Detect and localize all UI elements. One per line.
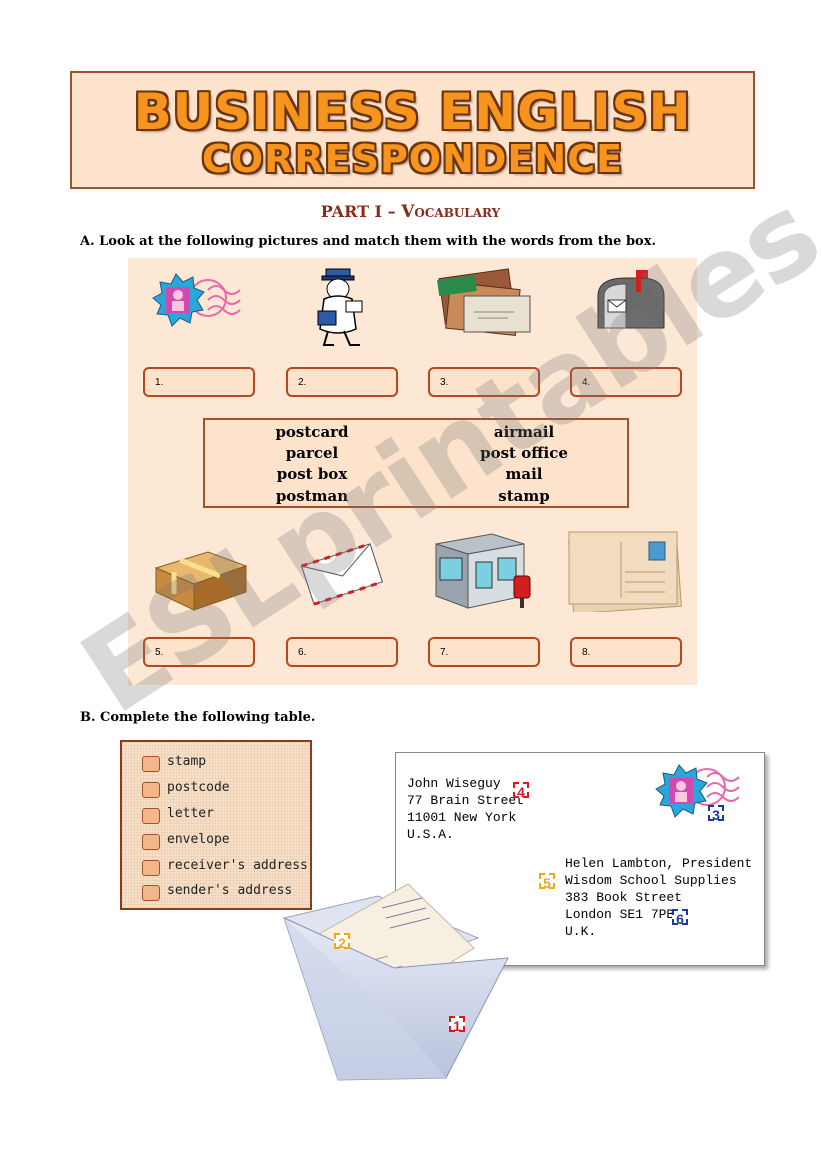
stamp-picture-icon bbox=[152, 273, 241, 327]
tag-2: 2 bbox=[334, 933, 350, 951]
envelope-stamp-icon bbox=[655, 764, 740, 818]
checklist-label: envelope bbox=[167, 832, 230, 847]
instruction-a: A. Look at the following pictures and ma… bbox=[80, 234, 657, 249]
answer-box-8[interactable]: 8. bbox=[570, 637, 682, 667]
parcel-picture-icon bbox=[154, 551, 248, 611]
address-line: London SE1 7PB bbox=[565, 907, 675, 922]
checkbox[interactable] bbox=[142, 808, 160, 824]
postman-picture-icon bbox=[317, 268, 363, 346]
address-line: Helen Lambton, President bbox=[565, 856, 753, 871]
sender-address: John Wiseguy 77 Brain Street 11001 New Y… bbox=[407, 775, 524, 843]
tag-3: 3 bbox=[708, 805, 724, 823]
checkbox[interactable] bbox=[142, 756, 160, 772]
part-heading-section: Vocabulary bbox=[401, 202, 501, 222]
answer-box-1[interactable]: 1. bbox=[143, 367, 255, 397]
address-line: Wisdom School Supplies bbox=[565, 873, 737, 888]
open-envelope-icon bbox=[282, 883, 509, 1081]
airmail-picture-icon bbox=[300, 542, 384, 606]
post-box-picture-icon bbox=[597, 270, 665, 329]
checkbox[interactable] bbox=[142, 834, 160, 850]
title-line-1: BUSINESS ENGLISH bbox=[133, 83, 692, 141]
address-line: 383 Book Street bbox=[565, 890, 683, 905]
checklist-label: receiver's address bbox=[167, 858, 308, 873]
word-item: post box bbox=[276, 465, 348, 483]
address-line: 77 Brain Street bbox=[407, 793, 525, 808]
checkbox[interactable] bbox=[142, 860, 160, 876]
word-item: postcard bbox=[275, 423, 349, 441]
word-box: postcard parcel post box postman airmail… bbox=[203, 418, 629, 508]
address-line: U.S.A. bbox=[407, 827, 454, 842]
address-line: 11001 New York bbox=[407, 810, 517, 825]
checklist-label: postcode bbox=[167, 780, 230, 795]
answer-box-6[interactable]: 6. bbox=[286, 637, 398, 667]
checkbox[interactable] bbox=[142, 782, 160, 798]
answer-box-2[interactable]: 2. bbox=[286, 367, 398, 397]
word-item: post office bbox=[480, 444, 568, 462]
checklist-label: stamp bbox=[167, 754, 207, 769]
checklist-label: letter bbox=[167, 806, 214, 821]
part-heading-prefix: PART I – bbox=[320, 202, 402, 221]
answer-box-7[interactable]: 7. bbox=[428, 637, 540, 667]
tag-4: 4 bbox=[513, 782, 529, 800]
post-office-picture-icon bbox=[435, 533, 531, 609]
tag-6: 6 bbox=[672, 909, 688, 927]
word-item: stamp bbox=[498, 487, 550, 505]
word-item: airmail bbox=[493, 423, 555, 441]
checkbox[interactable] bbox=[142, 885, 160, 901]
part-heading: PART I – Vocabulary bbox=[0, 202, 821, 222]
answer-box-3[interactable]: 3. bbox=[428, 367, 540, 397]
tag-1: 1 bbox=[449, 1016, 465, 1034]
answer-box-5[interactable]: 5. bbox=[143, 637, 255, 667]
tag-5: 5 bbox=[539, 873, 555, 891]
address-line: U.K. bbox=[565, 924, 597, 939]
title-banner: BUSINESS ENGLISH CORRESPONDENCE bbox=[70, 71, 755, 189]
address-line: John Wiseguy bbox=[407, 776, 501, 791]
word-item: parcel bbox=[285, 444, 339, 462]
mail-picture-icon bbox=[437, 268, 531, 336]
checklist-table: stamp postcode letter envelope receiver'… bbox=[120, 740, 312, 910]
instruction-b: B. Complete the following table. bbox=[80, 710, 316, 725]
receiver-address: Helen Lambton, President Wisdom School S… bbox=[565, 855, 752, 940]
checklist-label: sender's address bbox=[167, 883, 293, 898]
word-item: mail bbox=[505, 465, 543, 483]
title-line-2: CORRESPONDENCE bbox=[201, 137, 624, 181]
postcard-picture-icon bbox=[568, 531, 682, 612]
word-item: postman bbox=[275, 487, 349, 505]
answer-box-4[interactable]: 4. bbox=[570, 367, 682, 397]
